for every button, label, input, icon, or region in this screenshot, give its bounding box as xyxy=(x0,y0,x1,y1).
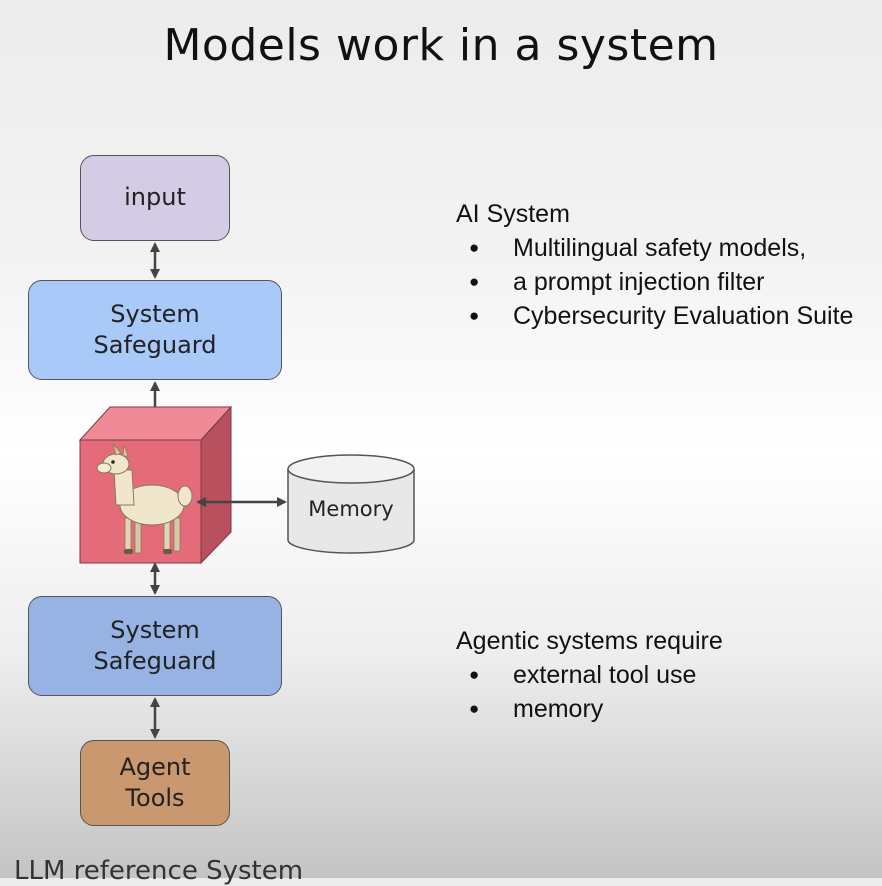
footer-caption: LLM reference System xyxy=(14,856,304,886)
agentic-heading: Agentic systems require xyxy=(456,627,723,655)
ai-system-list: Multilingual safety models, a prompt inj… xyxy=(456,231,876,333)
system-safeguard-bottom: System Safeguard xyxy=(28,596,282,696)
ai-system-heading: AI System xyxy=(456,200,570,228)
ai-system-section: AI System Multilingual safety models, a … xyxy=(456,197,876,333)
input-box: input xyxy=(80,155,230,241)
memory-cylinder xyxy=(287,454,415,554)
llama-icon xyxy=(96,443,193,554)
memory-label: Memory xyxy=(308,497,394,521)
ai-system-item: Cybersecurity Evaluation Suite xyxy=(456,299,876,333)
system-safeguard-top: System Safeguard xyxy=(28,280,282,380)
ai-system-item: a prompt injection filter xyxy=(456,265,876,299)
agentic-item: memory xyxy=(456,692,876,726)
agent-tools-box: Agent Tools xyxy=(80,740,230,826)
agentic-section: Agentic systems require external tool us… xyxy=(456,624,876,726)
ai-system-item: Multilingual safety models, xyxy=(456,231,876,265)
agentic-list: external tool use memory xyxy=(456,658,876,726)
slide-title: Models work in a system xyxy=(163,20,719,71)
agentic-item: external tool use xyxy=(456,658,876,692)
